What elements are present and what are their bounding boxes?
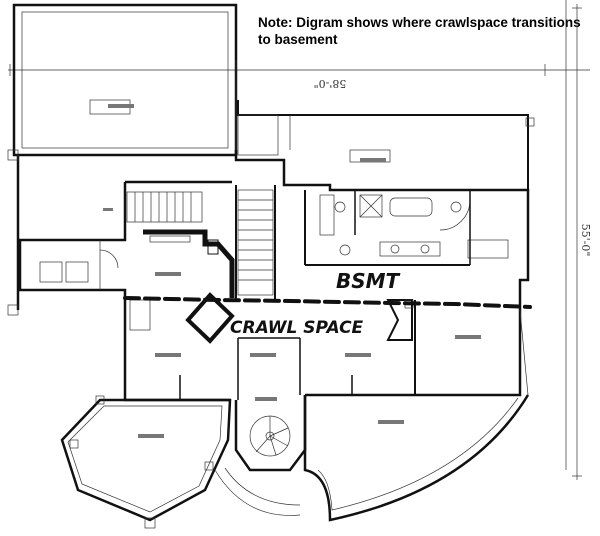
kitchen xyxy=(129,229,235,344)
stairs xyxy=(126,185,276,300)
back-porch xyxy=(237,100,535,200)
right-dimension-label: 55'-0" xyxy=(579,224,592,257)
dimension-lines xyxy=(8,0,590,480)
interior-walls xyxy=(179,337,353,400)
octagon-porch xyxy=(60,395,232,529)
note-label: Note: xyxy=(258,15,293,30)
crawl-space-label: CRAWL SPACE xyxy=(230,318,364,338)
curved-porch xyxy=(303,309,530,522)
note-text: Note: Digram shows where crawlspace tran… xyxy=(258,14,588,48)
master-bath xyxy=(304,190,509,266)
garage xyxy=(7,3,238,316)
fireplace xyxy=(386,299,414,341)
room-labels xyxy=(103,104,481,438)
transition-line xyxy=(123,296,532,309)
laundry-room xyxy=(39,240,119,290)
basement-label: BSMT xyxy=(336,269,401,293)
top-dimension-label: 58'-0" xyxy=(314,77,347,90)
note-body: Digram shows where crawlspace transition… xyxy=(258,15,581,47)
